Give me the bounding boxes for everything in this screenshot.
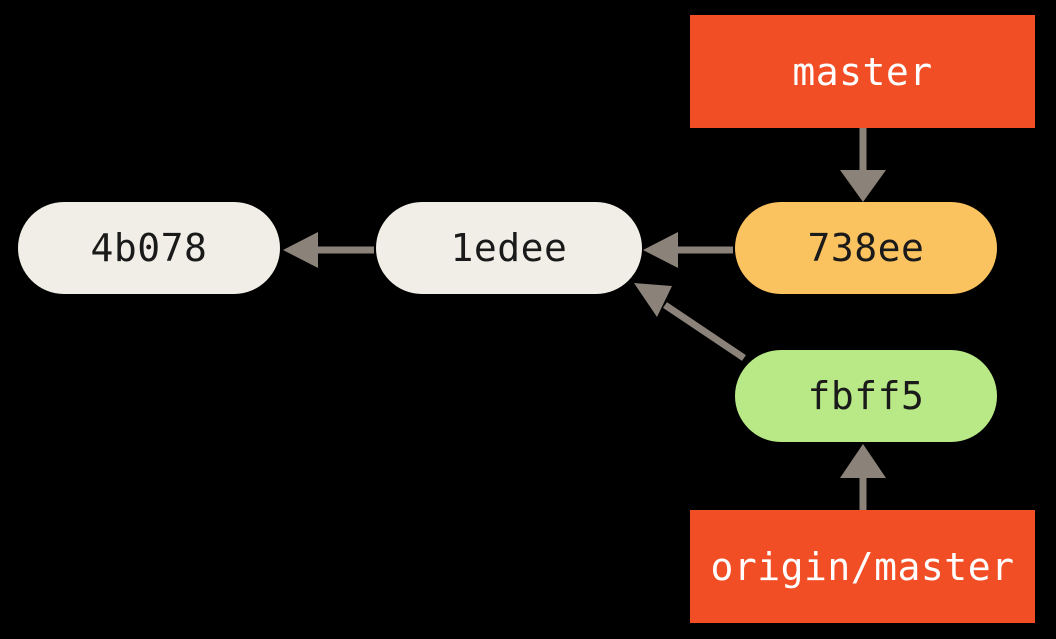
ref-label-master: master: [792, 49, 933, 94]
commit-node-4b078: 4b078: [18, 202, 280, 294]
commit-label-4b078: 4b078: [90, 226, 208, 270]
commit-node-738ee: 738ee: [735, 202, 997, 294]
edge-1edee-to-4b078: [283, 232, 374, 268]
ref-box-origin-master: origin/master: [690, 510, 1035, 623]
commit-label-fbff5: fbff5: [807, 374, 925, 418]
edge-origin-master-to-fbff5: [840, 444, 886, 510]
edge-master-to-738ee: [840, 128, 886, 202]
commit-label-1edee: 1edee: [450, 226, 568, 270]
edge-fbff5-to-1edee: [634, 283, 746, 361]
commit-node-fbff5: fbff5: [735, 350, 997, 442]
commit-label-738ee: 738ee: [807, 226, 925, 270]
ref-box-master: master: [690, 15, 1035, 128]
ref-label-origin-master: origin/master: [710, 544, 1015, 589]
commit-node-1edee: 1edee: [376, 202, 642, 294]
edge-738ee-to-1edee: [643, 232, 733, 268]
